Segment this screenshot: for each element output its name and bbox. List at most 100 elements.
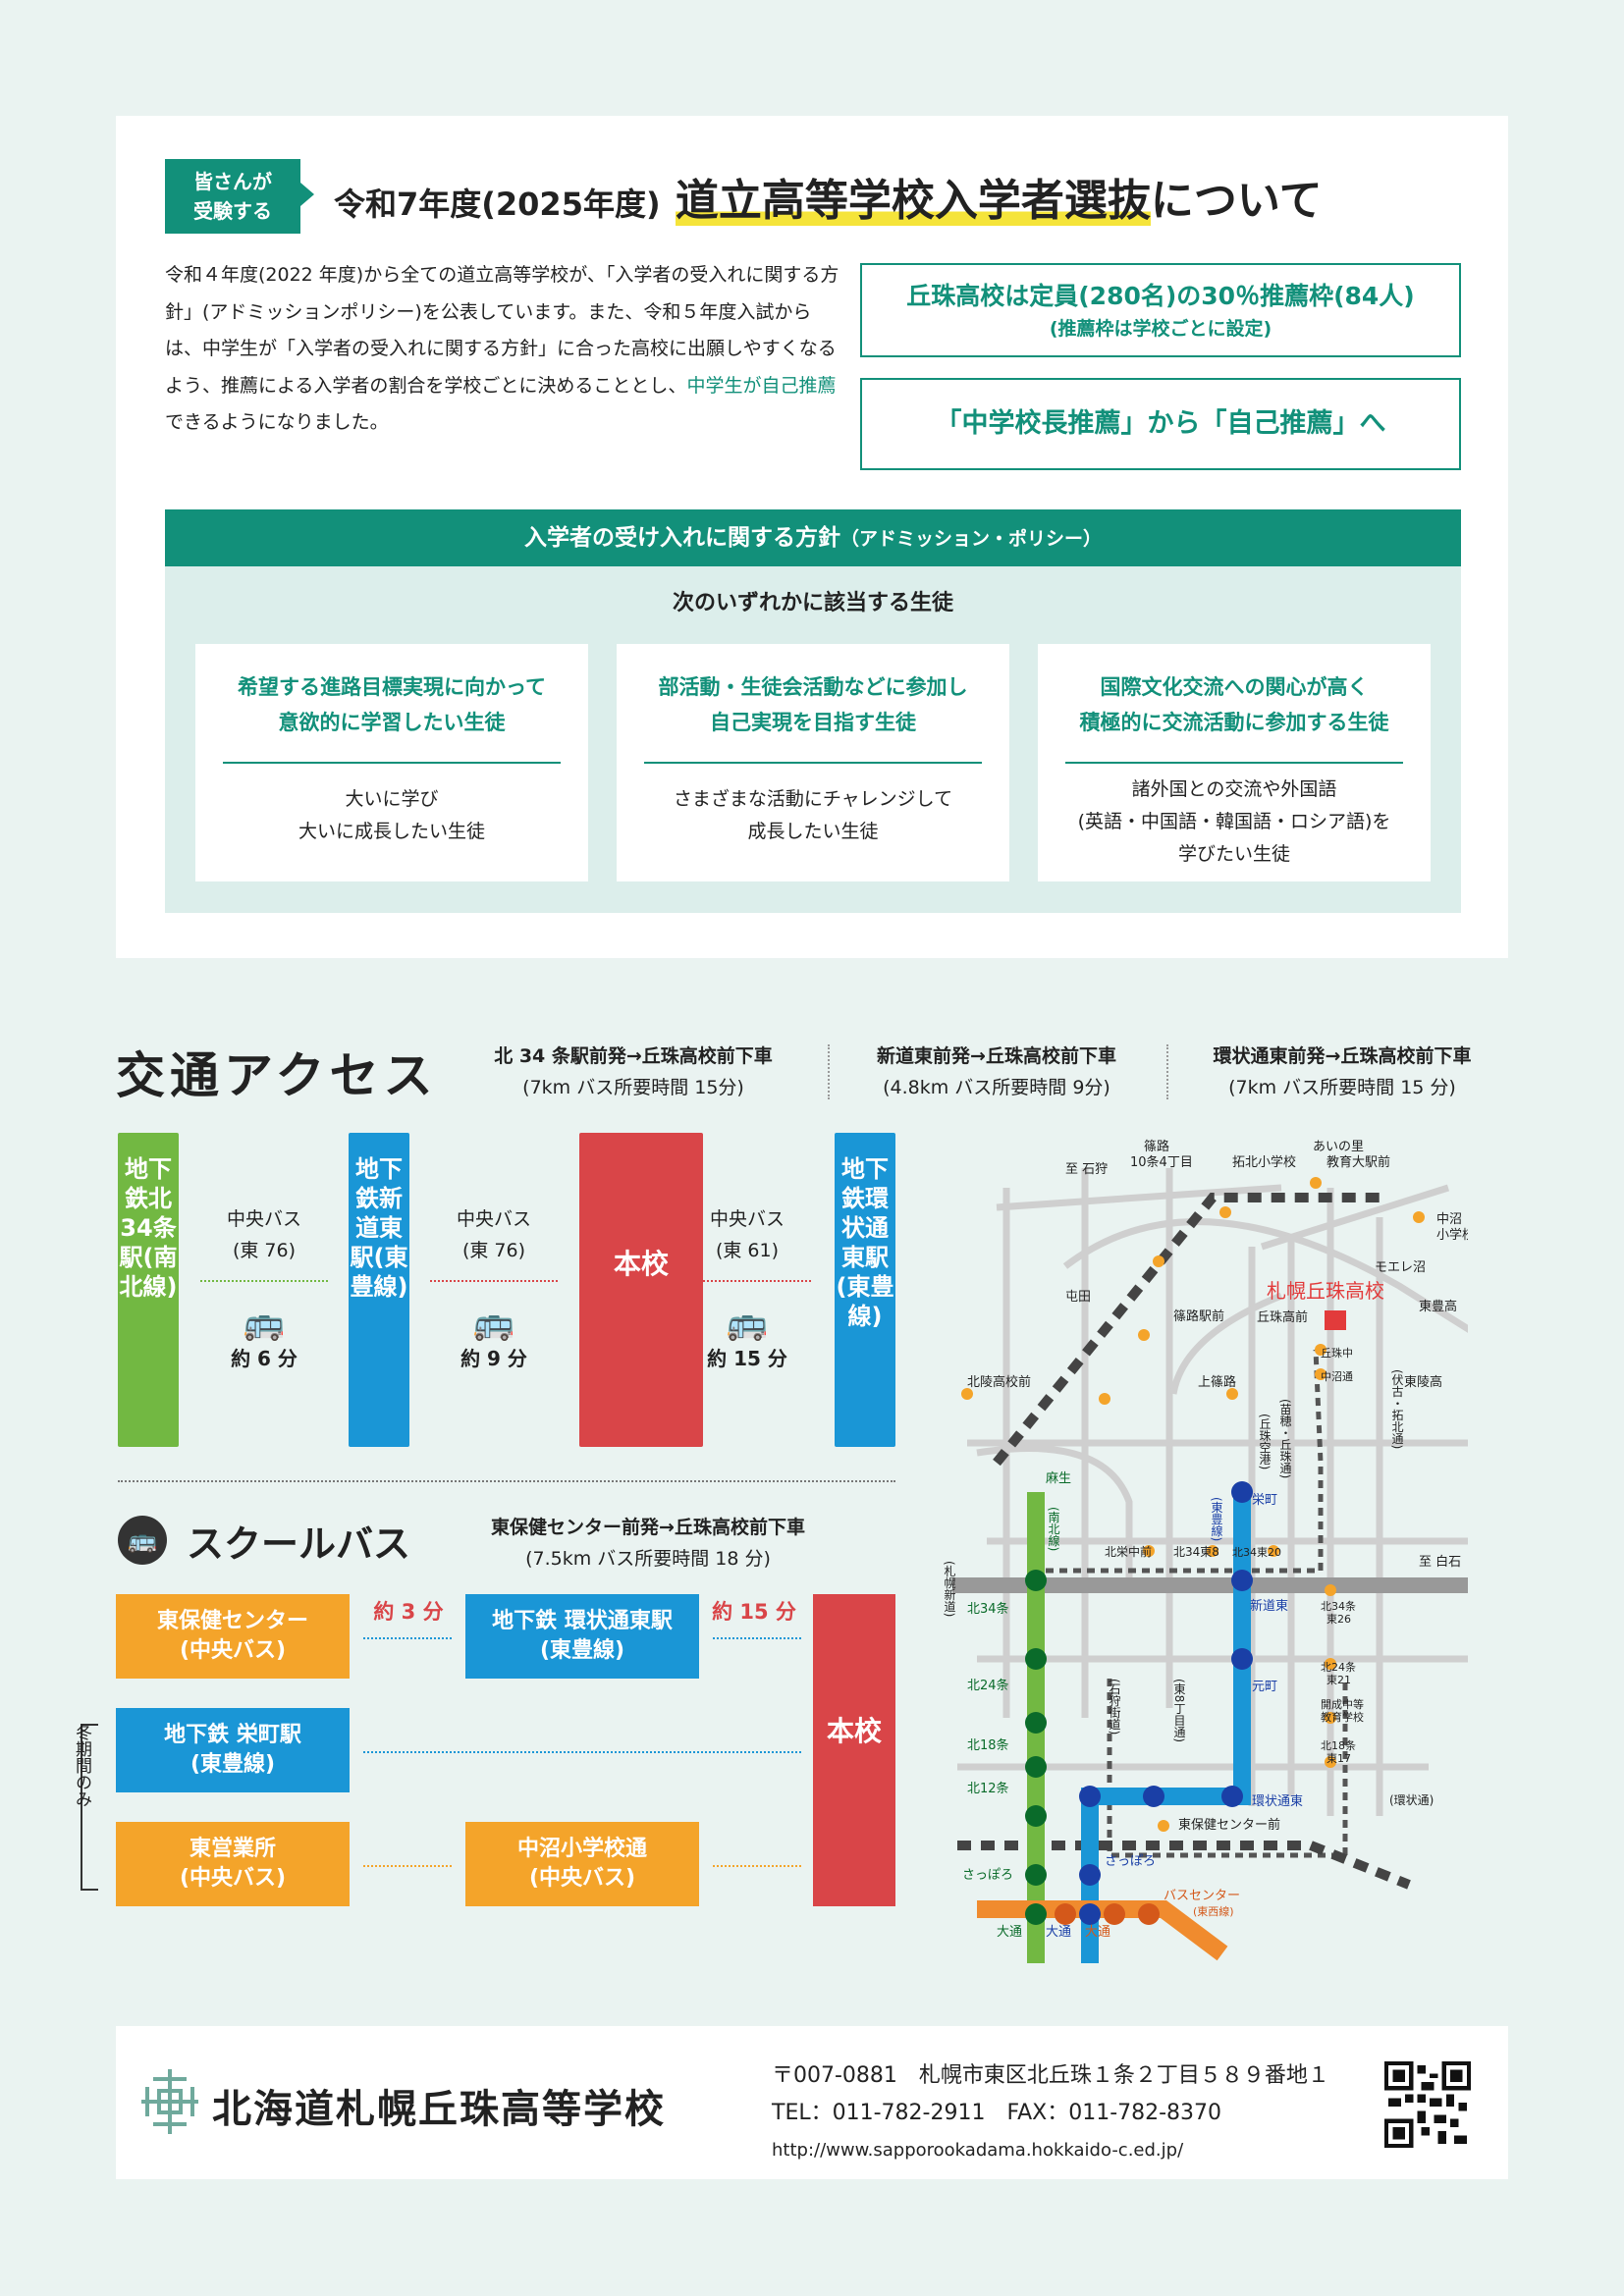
map-label: 至 白石 (1419, 1554, 1461, 1570)
bus-company: 中央バス (226, 1208, 301, 1230)
route-arrow (363, 1751, 801, 1753)
bus-icon: 🚌 (472, 1304, 515, 1343)
bus-company: 中央バス (709, 1208, 785, 1230)
map-label: 麻生 (1046, 1471, 1071, 1486)
divider (828, 1044, 830, 1099)
policy-card-desc-line: 大いに成長したい生徒 (298, 821, 485, 842)
stop-name: 地下鉄 環状通東駅 (492, 1609, 673, 1633)
title-main: 道立高等学校入学者選抜 (675, 176, 1151, 226)
school-name: 北海道札幌丘珠高等学校 (212, 2087, 666, 2132)
policy-card-desc-line: 諸外国との交流や外国語 (1131, 778, 1337, 800)
stop-sakaemachi: 地下鉄 栄町駅 (東豊線) (116, 1708, 350, 1792)
school-marker (1325, 1310, 1346, 1330)
title-suffix: について (1150, 176, 1323, 226)
badge: 皆さんが 受験する (165, 159, 314, 234)
schoolbus-title: スクールバス (187, 1522, 411, 1566)
map-label: (石狩街道) (1108, 1679, 1121, 1735)
intro-text: 令和４年度(2022 年度)から全ての道立高等学校が、「入学者の受入れに関する方… (165, 257, 842, 442)
map-label: (東豊線) (1210, 1497, 1223, 1541)
map-label: (環状通) (1389, 1793, 1434, 1807)
station-kita34: 地下鉄北34条駅(南北線) (118, 1133, 179, 1447)
bus-segment: 中央バス (東 76) 🚌 約 9 分 (420, 1203, 568, 1374)
map-label: (苗穂・丘珠通) (1278, 1399, 1292, 1478)
badge-line2: 受験する (193, 199, 272, 223)
policy-card-desc-line: 大いに学び (345, 788, 439, 810)
map-label: (札幌新道) (943, 1561, 956, 1617)
map-label: 元町 (1252, 1680, 1277, 1694)
access-title: 交通アクセス (116, 1047, 438, 1104)
bracket (81, 1724, 98, 1891)
policy-card-desc-line: (英語・中国語・韓国語・ロシア語)を (1077, 811, 1391, 832)
footer (116, 2026, 1508, 2179)
policy-card-title: 国際文化交流への関心が高く積極的に交流活動に参加する生徒 (1038, 669, 1431, 740)
stop-higashi-eigyosho: 東営業所(中央バス) (116, 1822, 350, 1906)
stop-name: 地下鉄 栄町駅 (164, 1723, 301, 1747)
school-box: 本校 (579, 1133, 703, 1447)
contact-info: 〒007-0881 札幌市東区北丘珠１条２丁目５８９番地１ TEL：011-78… (772, 2057, 1329, 2169)
map-label: 拓北小学校 (1232, 1154, 1296, 1170)
policy-title-sub: （アドミッション・ポリシー） (839, 528, 1102, 550)
policy-card-title-line: 部活動・生徒会活動などに参加し (658, 675, 968, 699)
access-map: 至 石狩 篠路 10条4丁目 拓北小学校 あいの里 教育大駅前 中沼 小学校通 … (943, 1139, 1468, 1963)
stop-operator: (中央バス) (179, 1638, 287, 1663)
website-link[interactable]: http://www.sapporookadama.hokkaido-c.ed.… (772, 2140, 1184, 2161)
intro-part-b: できるようになりました。 (165, 411, 389, 433)
policy-card-title-line: 自己実現を目指す生徒 (710, 711, 916, 734)
bus-line: (東 76) (232, 1240, 297, 1261)
route-arrow (363, 1637, 452, 1639)
map-label: 東26 (1326, 1613, 1351, 1626)
winter-only-label: 冬期間のみ (72, 1724, 91, 1807)
route-arrow (420, 1270, 568, 1290)
phone-fax: TEL：011-782-2911 FAX：011-782-8370 (772, 2101, 1222, 2125)
stop-kanjodorihigashi: 地下鉄 環状通東駅(東豊線) (465, 1594, 699, 1679)
map-label: 栄町 (1252, 1493, 1277, 1508)
map-label: 北34東20 (1232, 1546, 1281, 1559)
route-line: 北 34 条駅前発→丘珠高校前下車 (494, 1045, 773, 1067)
intro-part-a: 令和４年度(2022 年度)から全ての道立高等学校が、「入学者の受入れに関する方… (165, 264, 839, 397)
map-label: (南北線) (1047, 1507, 1060, 1551)
bus-icon: 🚌 (243, 1304, 286, 1343)
map-label: (東8丁目通) (1172, 1679, 1186, 1742)
map-label: 丘珠中 (1321, 1346, 1353, 1360)
school-logo-icon (141, 2069, 198, 2134)
route-line: 新道東前発→丘珠高校前下車 (877, 1045, 1116, 1067)
map-label: 教育学校 (1321, 1710, 1364, 1724)
map-label: 篠路 (1144, 1139, 1169, 1154)
policy-card: 部活動・生徒会活動などに参加し自己実現を目指す生徒 さまざまな活動にチャレンジし… (617, 644, 1009, 881)
map-label: 北陵高校前 (967, 1374, 1031, 1390)
map-label: 10条4丁目 (1130, 1154, 1193, 1170)
qr-code-icon[interactable] (1384, 2061, 1471, 2148)
route-arrow (713, 1865, 801, 1867)
map-label: 北18条 (967, 1737, 1009, 1753)
map-label: あいの里 (1313, 1140, 1364, 1154)
travel-time: 約 15 分 (707, 1347, 787, 1370)
map-label: (東西線) (1193, 1904, 1234, 1918)
map-label: 東21 (1326, 1674, 1351, 1686)
route-detail: (7km バス所要時間 15 分) (1228, 1077, 1456, 1098)
station-shindohigashi: 地下鉄新道東駅(東豊線) (349, 1133, 409, 1447)
map-label: さっぽろ (1105, 1854, 1156, 1869)
map-label: 中沼 (1436, 1212, 1462, 1227)
bus-segment: 中央バス (東 61) 🚌 約 15 分 (674, 1203, 821, 1374)
map-label: 中沼通 (1321, 1369, 1353, 1383)
map-label: 北栄中前 (1105, 1544, 1152, 1559)
map-label: 北34条 (967, 1601, 1009, 1617)
stop-operator: (中央バス) (528, 1866, 636, 1891)
route-arrow (713, 1637, 801, 1639)
policy-lead: 次のいずれかに該当する生徒 (672, 591, 953, 615)
stop-line: (東豊線) (189, 1752, 276, 1777)
policy-card-desc: 大いに学び大いに成長したい生徒 (195, 783, 588, 848)
map-label: 小学校通 (1436, 1227, 1468, 1243)
map-label: 北34東8 (1173, 1545, 1219, 1559)
travel-time: 約 15 分 (712, 1600, 796, 1624)
map-label: 札幌丘珠高校 (1267, 1279, 1384, 1303)
map-label: (伏古・拓北通) (1390, 1369, 1404, 1449)
schoolbus-route: 東保健センター前発→丘珠高校前下車(7.5km バス所要時間 18 分) (471, 1512, 825, 1575)
map-label: 至 石狩 (1065, 1162, 1108, 1177)
stop-operator: (中央バス) (179, 1866, 287, 1891)
route-arrow (674, 1270, 821, 1290)
badge-line1: 皆さんが (193, 170, 272, 193)
bus-line: (東 76) (461, 1240, 526, 1261)
route-arrow (190, 1270, 338, 1290)
map-label: バスセンター (1164, 1889, 1240, 1903)
